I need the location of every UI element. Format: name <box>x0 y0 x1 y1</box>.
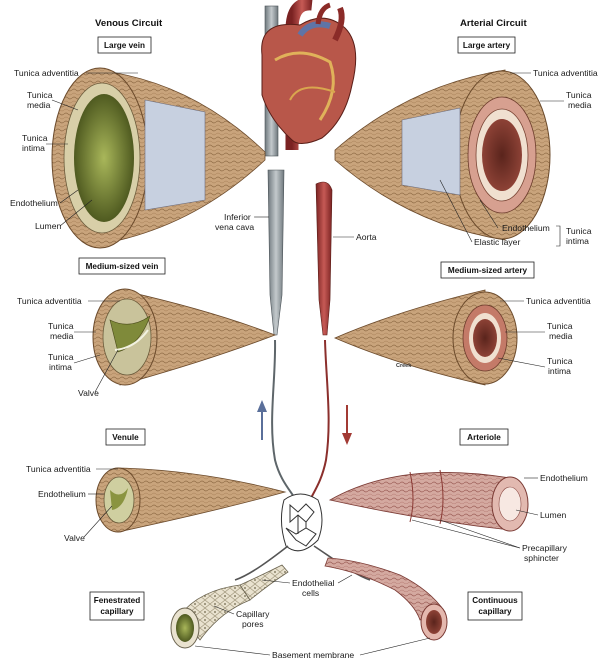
mv-media-label-2: media <box>50 331 74 341</box>
venule-label: Venule <box>112 433 139 442</box>
medium-artery-label: Medium-sized artery <box>448 266 528 275</box>
vn-valve-label: Valve <box>64 533 85 543</box>
lv-intima-label-2: intima <box>22 143 45 153</box>
capillary-network <box>281 494 322 551</box>
medium-artery-illustration <box>335 290 517 385</box>
medium-vein-label: Medium-sized vein <box>86 262 159 271</box>
fenestrated-label-1: Fenestrated <box>94 596 140 605</box>
la-adventitia-label: Tunica adventitia <box>533 68 598 78</box>
ar-endothelium-label: Endothelium <box>540 473 588 483</box>
lv-adventitia-label: Tunica adventitia <box>14 68 79 78</box>
la-intima-bracket <box>556 226 560 246</box>
ma-adventitia-label: Tunica adventitia <box>526 296 591 306</box>
ma-media-label-2: media <box>549 331 573 341</box>
continuous-capillary-illustration <box>325 558 447 640</box>
aorta-lower <box>316 182 332 335</box>
ivc-label-1: Inferior <box>224 212 251 222</box>
lv-lumen-label: Lumen <box>35 221 61 231</box>
mv-intima-label-2: intima <box>49 362 72 372</box>
la-intima-label-2: intima <box>566 236 589 246</box>
vn-endothelium-label: Endothelium <box>38 489 86 499</box>
ivc-label-2: vena cava <box>215 222 254 232</box>
arterial-circuit-heading: Arterial Circuit <box>460 18 527 29</box>
la-intima-label-1: Tunica <box>566 226 592 236</box>
vn-adventitia-label: Tunica adventitia <box>26 464 91 474</box>
fenestrated-label-2: capillary <box>100 607 134 616</box>
mv-valve-label: Valve <box>78 388 99 398</box>
cap-pores-label-1: Capillary <box>236 609 270 619</box>
mv-media-label-1: Tunica <box>48 321 74 331</box>
cap-endothelial-label-2: cells <box>302 588 319 598</box>
arterial-flow-arrow <box>342 405 352 445</box>
mv-adventitia-label: Tunica adventitia <box>17 296 82 306</box>
ar-precap-label-2: sphincter <box>524 553 559 563</box>
continuous-label-2: capillary <box>478 607 512 616</box>
ar-lumen-label: Lumen <box>540 510 566 520</box>
lv-intima-label-1: Tunica <box>22 133 48 143</box>
venule-illustration <box>96 468 285 532</box>
fenestrated-capillary-illustration <box>171 565 288 648</box>
medium-vein-illustration <box>93 289 275 385</box>
arteriole-label: Arteriole <box>467 433 501 442</box>
mv-intima-label-1: Tunica <box>48 352 74 362</box>
ma-intima-label-2: intima <box>548 366 571 376</box>
la-media-label-1: Tunica <box>566 90 592 100</box>
venous-thin-line <box>272 340 296 500</box>
cap-pores-label-2: pores <box>242 619 264 629</box>
lv-endothelium-label: Endothelium <box>10 198 58 208</box>
cap-endothelial-label-1: Endothelial <box>292 578 335 588</box>
ma-intima-label-1: Tunica <box>547 356 573 366</box>
lv-media-label-2: media <box>27 100 51 110</box>
venous-circuit-heading: Venous Circuit <box>95 18 163 29</box>
cap-basement-label: Basement membrane <box>272 650 354 660</box>
arterial-thin-line <box>310 340 329 500</box>
ma-media-label-1: Tunica <box>547 321 573 331</box>
venous-flow-arrow <box>257 400 267 440</box>
inferior-vena-cava <box>268 170 284 335</box>
continuous-label-1: Continuous <box>472 596 518 605</box>
lv-media-label-1: Tunica <box>27 90 53 100</box>
large-artery-label: Large artery <box>463 41 511 50</box>
large-vein-label: Large vein <box>104 41 145 50</box>
la-endothelium-label: Endothelium <box>502 223 550 233</box>
arteriole-illustration <box>330 470 528 531</box>
la-elastic-label: Elastic layer <box>474 237 520 247</box>
ar-precap-label-1: Precapillary <box>522 543 568 553</box>
ma-signature: Creek <box>396 363 412 369</box>
la-media-label-2: media <box>568 100 592 110</box>
aorta-label: Aorta <box>356 232 377 242</box>
large-artery-illustration <box>335 70 550 240</box>
